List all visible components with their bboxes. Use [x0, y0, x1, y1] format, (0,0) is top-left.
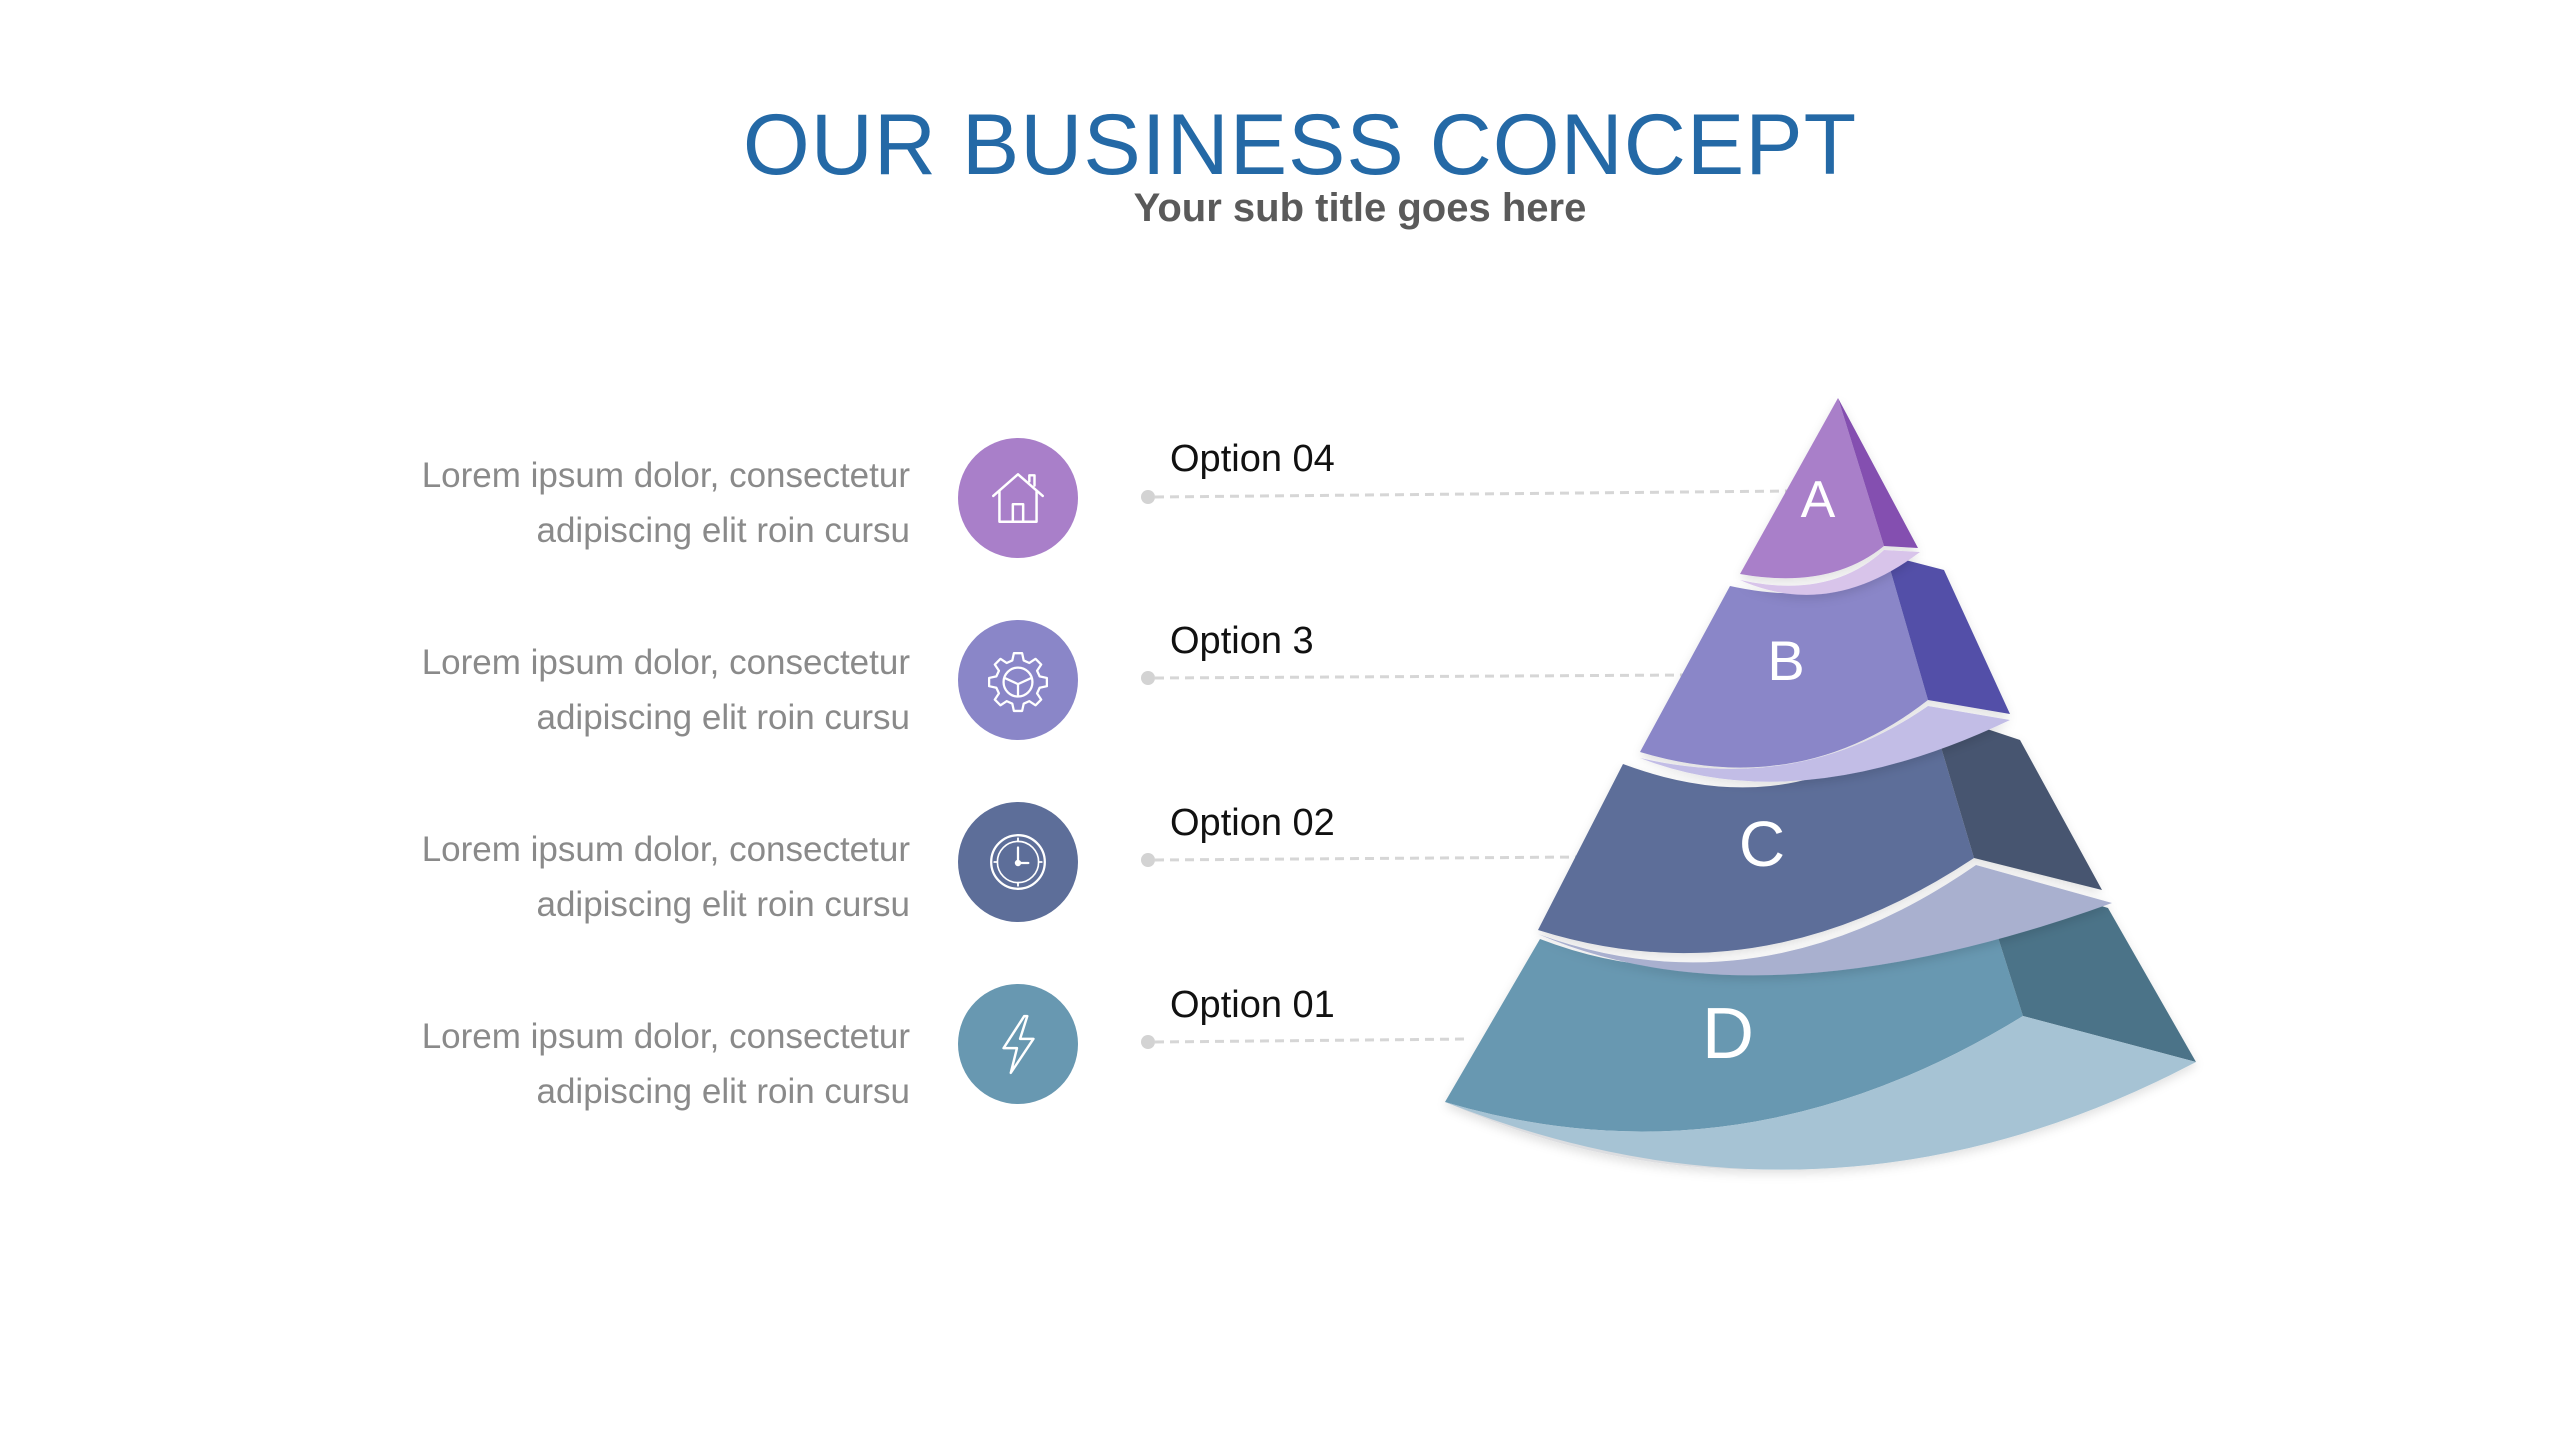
- pyramid-level-b: [1640, 555, 2010, 782]
- clock-icon: [990, 834, 1046, 890]
- option-label-b: Option 3: [1170, 620, 1314, 662]
- description-c: Lorem ipsum dolor, consectetur adipiscin…: [210, 822, 910, 932]
- house-icon: [992, 473, 1044, 523]
- page-title: OUR BUSINESS CONCEPT: [742, 97, 1858, 193]
- connector-b: [1141, 671, 1691, 685]
- connector-a: [1141, 489, 1791, 504]
- description-b-line2: adipiscing elit roin cursu: [536, 698, 910, 737]
- option-label-c: Option 02: [1170, 802, 1335, 844]
- description-c-line1: Lorem ipsum dolor, consectetur: [421, 830, 910, 869]
- description-a-line2: adipiscing elit roin cursu: [536, 511, 910, 550]
- description-d-line1: Lorem ipsum dolor, consectetur: [421, 1017, 910, 1056]
- pyramid-letter-c: C: [1739, 808, 1785, 880]
- pyramid-letter-b: B: [1767, 629, 1804, 692]
- pyramid-letter-d: D: [1702, 994, 1754, 1074]
- description-c-line2: adipiscing elit roin cursu: [536, 885, 910, 924]
- description-b-line1: Lorem ipsum dolor, consectetur: [421, 643, 910, 682]
- gear-icon-circle: [958, 620, 1078, 740]
- lightning-icon-circle: [958, 984, 1078, 1104]
- connector-d: [1141, 1035, 1471, 1049]
- lightning-icon: [1002, 1014, 1035, 1075]
- gear-icon: [987, 652, 1049, 713]
- pyramid-level-a: [1740, 398, 1920, 595]
- description-b: Lorem ipsum dolor, consectetur adipiscin…: [210, 635, 910, 745]
- option-label-d: Option 01: [1170, 984, 1335, 1026]
- clock-icon-circle: [958, 802, 1078, 922]
- description-a: Lorem ipsum dolor, consectetur adipiscin…: [210, 448, 910, 558]
- page-subtitle: Your sub title goes here: [1133, 186, 1587, 230]
- connector-c: [1141, 853, 1581, 867]
- description-d-line2: adipiscing elit roin cursu: [536, 1072, 910, 1111]
- pyramid-letter-a: A: [1801, 471, 1836, 529]
- option-label-a: Option 04: [1170, 438, 1335, 480]
- description-a-line1: Lorem ipsum dolor, consectetur: [421, 456, 910, 495]
- house-icon-circle: [958, 438, 1078, 558]
- description-d: Lorem ipsum dolor, consectetur adipiscin…: [210, 1009, 910, 1119]
